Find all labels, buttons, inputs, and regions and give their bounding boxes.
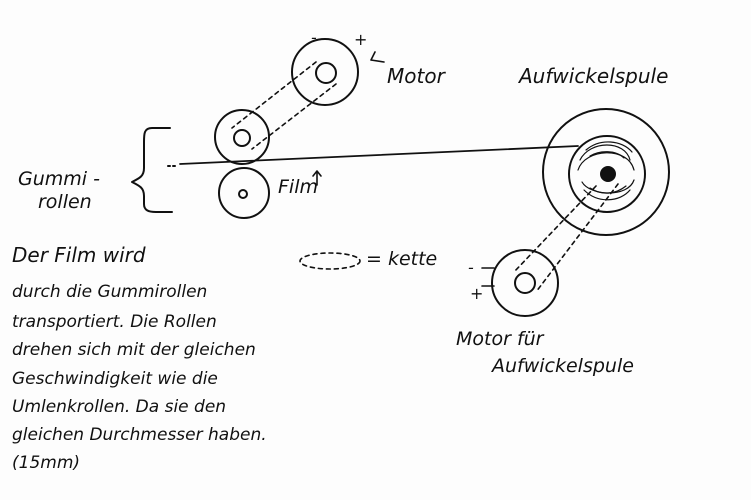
motor-arrow [370, 51, 385, 63]
top-motor [291, 38, 359, 106]
take-up-spool [542, 108, 670, 236]
description-line-4: drehen sich mit der gleichen [12, 340, 256, 360]
description-line-2: durch die Gummirollen [12, 282, 208, 302]
wound-film [577, 141, 635, 201]
gummirollen-label-line2: rollen [38, 191, 92, 213]
gummirollen-brace [131, 127, 173, 213]
description-line-6: Umlenkrollen. Da sie den [12, 397, 227, 417]
film-label: Film [278, 176, 318, 198]
chain-motor-to-roller [231, 61, 337, 150]
bottom-minus-sign: - [468, 258, 474, 277]
description-line-5: Geschwindigkeit wie die [12, 369, 218, 389]
top-plus-sign: + [354, 30, 368, 49]
chain-spool-to-motor [513, 183, 619, 293]
motor-label: Motor [387, 64, 445, 88]
description-line-3: transportiert. Die Rollen [12, 312, 217, 332]
spool-hub [600, 166, 616, 182]
film-arrow-icon [312, 170, 322, 186]
description-line-1: Der Film wird [12, 243, 146, 267]
film-strip [179, 145, 579, 165]
lower-rubber-roller [218, 167, 270, 219]
gummirollen-label-line1: Gummi - [18, 168, 100, 190]
chain-legend-icon [299, 252, 361, 270]
description-line-7: gleichen Durchmesser haben. [12, 425, 267, 445]
kette-legend-label: = kette [366, 248, 438, 270]
bottom-motor-terminals [481, 267, 495, 287]
description-line-8: (15mm) [12, 453, 81, 473]
bottom-motor [491, 249, 559, 317]
aufwickelspule-label: Aufwickelspule [519, 64, 669, 88]
top-minus-sign: - [311, 28, 317, 47]
motor-fuer-label-line2: Aufwickelspule [492, 355, 634, 377]
upper-rubber-roller [214, 109, 270, 165]
bottom-plus-sign: + [470, 284, 484, 303]
motor-fuer-label-line1: Motor für [456, 328, 544, 350]
